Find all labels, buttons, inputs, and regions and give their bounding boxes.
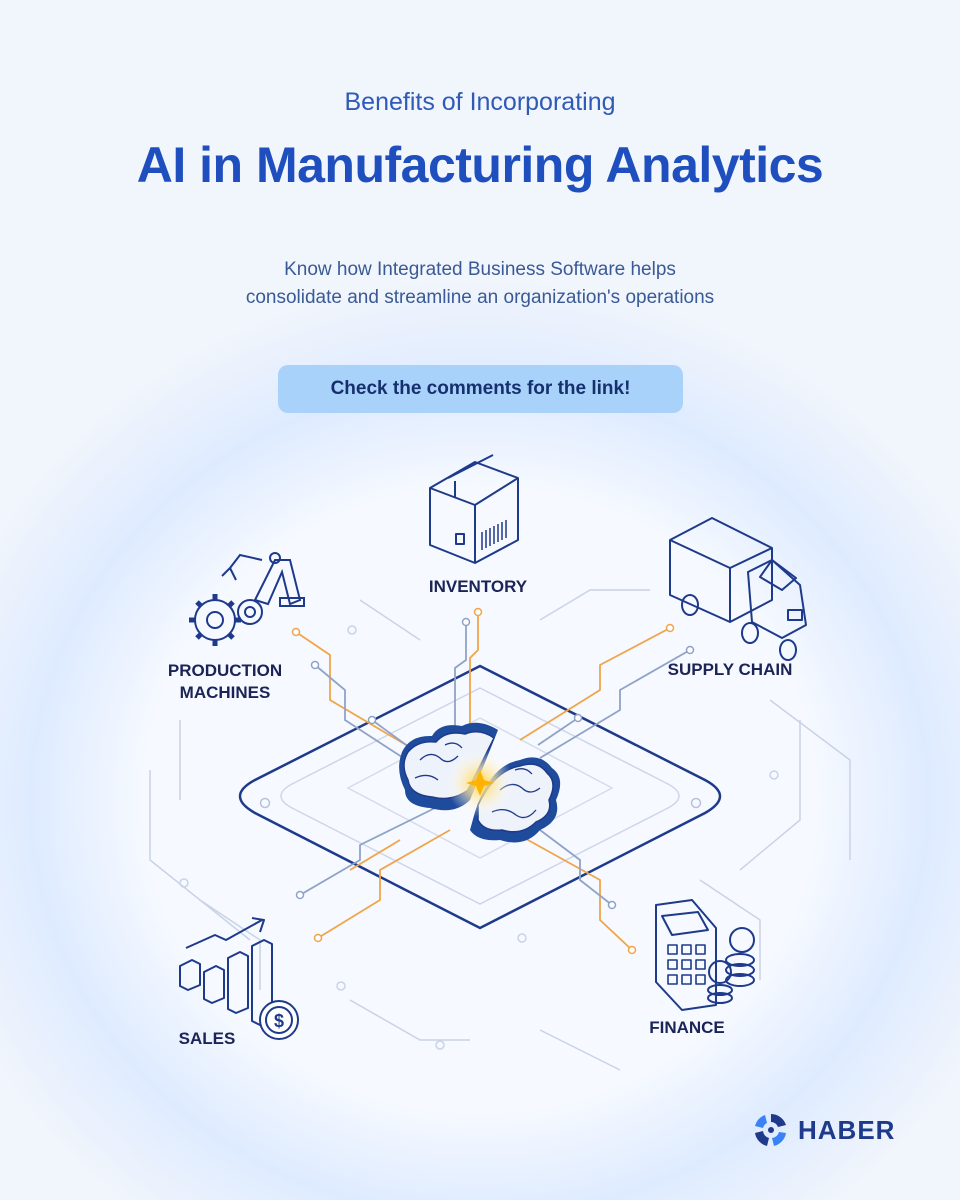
box-icon [429,454,519,564]
node-production-line-1: PRODUCTION [167,661,283,680]
node-sales: SALES [178,1029,236,1048]
brain-icon [399,722,561,843]
description: Know how Integrated Business Software he… [0,256,960,312]
page-title: AI in Manufacturing Analytics [136,137,824,193]
robot-arm-gear-icon [189,552,305,646]
description-line-1: Know how Integrated Business Software he… [284,259,676,280]
description-line-2: consolidate and streamline an organizati… [245,287,715,308]
circuit-traces [291,607,695,955]
calculator-icon [655,899,755,1011]
subtitle: Benefits of Incorporating [344,88,616,116]
node-supply-chain: SUPPLY CHAIN [667,660,793,679]
node-production-machines: PRODUCTION MACHINES [150,660,300,704]
node-production-line-2: MACHINES [179,683,271,702]
sales-chart-icon: $ [179,917,299,1040]
background-circuits [149,589,851,1071]
brand-name: HABER [798,1114,896,1145]
svg-text:$: $ [274,1011,284,1031]
platform [238,664,722,930]
node-finance: FINANCE [649,1018,725,1037]
truck-icon [669,517,807,661]
cta-button[interactable]: Check the comments for the link! [278,365,683,413]
haber-logo-icon [755,1114,786,1146]
node-inventory: INVENTORY [428,577,528,596]
brand-logo: HABER [752,1110,895,1150]
